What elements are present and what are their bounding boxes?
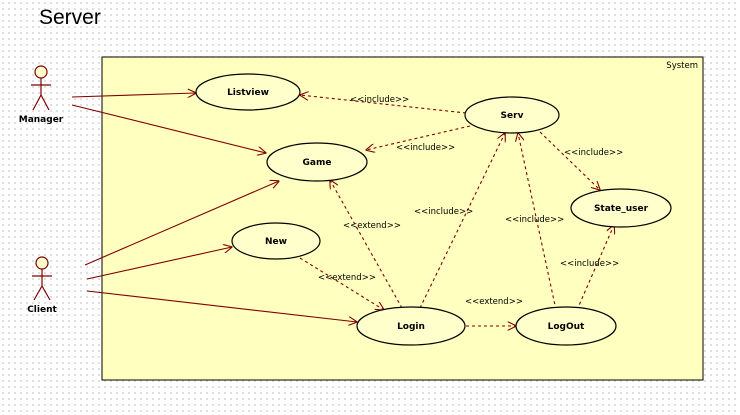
stereo-login-serv: <<include>>	[414, 207, 473, 217]
use-case-serv[interactable]: Serv	[464, 96, 560, 134]
assoc-manager-game[interactable]	[71, 104, 266, 153]
stereo-serv-listview: <<include>>	[350, 95, 409, 105]
actor-label-client: Client	[27, 305, 57, 315]
dep-new-login[interactable]	[299, 257, 384, 310]
actor-client[interactable]	[32, 256, 52, 301]
use-case-label: Game	[303, 158, 332, 168]
dep-serv-state-user[interactable]	[539, 131, 600, 190]
stereo-login-logout: <<extend>>	[465, 297, 523, 307]
dep-login-game[interactable]	[330, 180, 403, 309]
stereo-serv-state-user: <<include>>	[564, 148, 623, 158]
use-case-label: Login	[397, 322, 425, 332]
stereo-logout-state-user: <<include>>	[560, 259, 619, 269]
use-case-label: State_user	[594, 204, 649, 214]
actor-head-icon	[34, 65, 48, 79]
actor-manager[interactable]	[31, 65, 51, 111]
use-case-label: Serv	[501, 111, 524, 121]
use-case-listview[interactable]: Listview	[195, 73, 301, 111]
stereo-new-login: <<extend>>	[318, 273, 376, 283]
use-case-new[interactable]: New	[231, 222, 321, 260]
actor-head-icon	[35, 256, 49, 270]
stereo-login-game: <<extend>>	[343, 221, 401, 231]
use-case-label: New	[265, 237, 287, 247]
stereo-serv-game: <<include>>	[396, 143, 455, 153]
page-title: Server	[39, 6, 101, 29]
use-case-game[interactable]: Game	[266, 142, 368, 182]
use-case-label: Listview	[227, 88, 269, 98]
dep-serv-listview[interactable]	[300, 95, 467, 114]
system-label: System	[666, 61, 698, 71]
use-case-state-user[interactable]: State_user	[570, 188, 672, 228]
use-case-label: LogOut	[548, 322, 585, 332]
use-case-logout[interactable]: LogOut	[515, 306, 617, 346]
stereo-logout-serv: <<include>>	[505, 215, 564, 225]
assoc-manager-listview[interactable]	[71, 93, 196, 97]
use-case-login[interactable]: Login	[356, 306, 466, 346]
dep-login-serv[interactable]	[419, 133, 505, 309]
assoc-client-game[interactable]	[84, 181, 279, 266]
assoc-client-new[interactable]	[86, 247, 232, 280]
assoc-client-login[interactable]	[86, 290, 357, 322]
actor-label-manager: Manager	[19, 115, 64, 125]
dep-logout-serv[interactable]	[518, 133, 557, 311]
